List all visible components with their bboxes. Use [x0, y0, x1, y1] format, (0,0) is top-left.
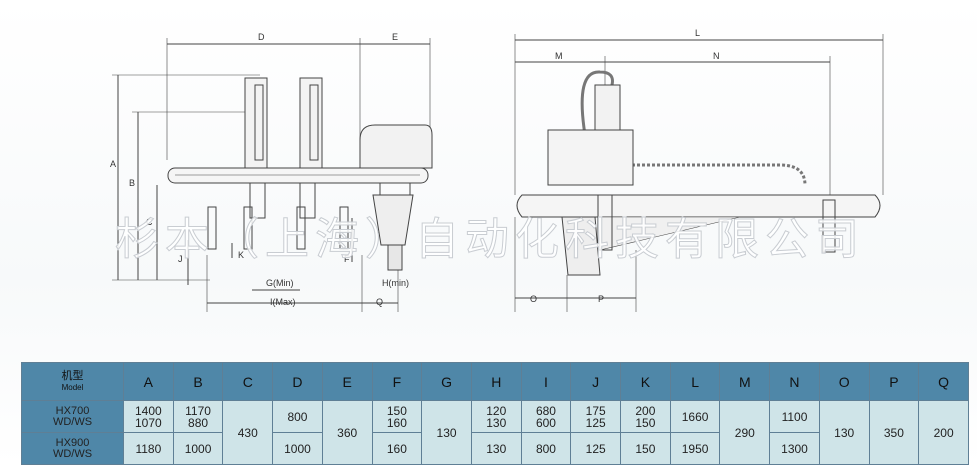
cell-hx900-J: 125 [570, 432, 622, 465]
right-view-labels: L M N O P [530, 28, 720, 304]
header-M: M [719, 362, 771, 401]
header-model-cn: 机型 [61, 369, 84, 382]
cell-hx900-L: 1950 [669, 432, 721, 465]
dim-K-label: K [238, 250, 244, 260]
dim-E-label: E [392, 32, 398, 42]
dim-L-label: L [695, 28, 700, 38]
dim-F-label: F [344, 254, 350, 264]
header-K: K [620, 362, 671, 401]
cell-hx700-L: 1660 [669, 400, 721, 433]
dim-A-label: A [110, 159, 116, 169]
cell-hx900-F: 160 [371, 432, 423, 465]
header-F: F [371, 362, 423, 401]
header-A: A [123, 362, 174, 401]
header-O: O [818, 362, 870, 401]
cell-hx900-K: 150 [620, 432, 671, 465]
dim-O-label: O [530, 294, 537, 304]
dim-N-label: N [713, 51, 720, 61]
model-hx900: HX900 WD/WS [21, 432, 124, 465]
header-L: L [669, 362, 721, 401]
left-view-labels: D E A B C J K F G(Min) H(min) I(Max) Q [110, 32, 409, 307]
cell-Q: 200 [918, 400, 969, 465]
dim-I-label: I(Max) [270, 297, 296, 307]
cell-hx900-B: 1000 [172, 432, 224, 465]
cell-hx900-A: 1180 [123, 432, 174, 465]
cell-hx900-N: 1300 [769, 432, 820, 465]
header-model-en: Model [61, 382, 84, 392]
spec-header-row: 机型 Model A B C D E F G H I J K L M N O P… [21, 362, 969, 401]
dim-D-label: D [258, 32, 265, 42]
header-D: D [272, 362, 323, 401]
cell-G: 130 [421, 400, 472, 465]
dim-Q-label: Q [376, 297, 383, 307]
header-N: N [769, 362, 820, 401]
dim-G-label: G(Min) [266, 278, 294, 288]
cell-M: 290 [719, 400, 771, 465]
dim-C-label: C [146, 217, 153, 227]
cell-hx900-H: 130 [470, 432, 522, 465]
header-P: P [868, 362, 920, 401]
dim-H-label: H(min) [382, 278, 409, 288]
dim-P-label: P [598, 294, 604, 304]
header-I: I [520, 362, 572, 401]
header-Q: Q [918, 362, 969, 401]
cell-O: 130 [818, 400, 870, 465]
cell-hx700-N: 1100 [769, 400, 820, 433]
left-view [112, 38, 433, 312]
cell-C: 430 [222, 400, 274, 465]
cell-hx900-I: 800 [520, 432, 572, 465]
cell-P: 350 [868, 400, 920, 465]
dim-B-label: B [129, 178, 135, 188]
cell-hx900-D: 1000 [272, 432, 323, 465]
header-J: J [570, 362, 622, 401]
header-B: B [172, 362, 224, 401]
technical-drawing: D E A B C J K F G(Min) H(min) I(Max) Q [110, 28, 884, 312]
spec-table: 机型 Model A B C D E F G H I J K L M N O P… [21, 362, 969, 465]
model-hx700: HX700 WD/WS [21, 400, 124, 433]
header-H: H [470, 362, 522, 401]
header-model: 机型 Model [21, 362, 124, 401]
header-G: G [421, 362, 472, 401]
dim-J-label: J [178, 254, 183, 264]
dim-M-label: M [555, 51, 563, 61]
cell-E: 360 [321, 400, 373, 465]
header-C: C [222, 362, 274, 401]
cell-hx700-D: 800 [272, 400, 323, 433]
right-view [514, 34, 884, 312]
spec-row-hx900: HX900 WD/WS 1180 1000 1000 160 130 800 1… [21, 432, 969, 465]
header-E: E [321, 362, 373, 401]
